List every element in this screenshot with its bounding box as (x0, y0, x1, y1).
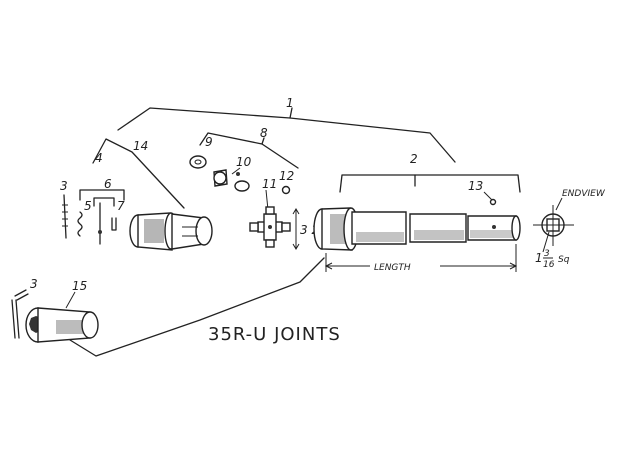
tube-section-3 (467, 215, 521, 241)
callout-3-upper: 3 (60, 179, 68, 193)
callout-1: 1 (286, 96, 294, 110)
bracket-14 (92, 138, 185, 209)
yoke-14 (129, 212, 213, 251)
callout-7: 7 (117, 199, 125, 213)
grease-fitting-12 (281, 185, 291, 195)
length-label: LENGTH (374, 263, 411, 273)
length-dimension (324, 244, 518, 272)
pin-3-lower (11, 289, 29, 339)
tube-section-1 (351, 211, 407, 245)
bracket-2 (339, 174, 521, 193)
sq-numerator: 3 (544, 249, 550, 259)
diagram-title: 35R-U JOINTS (208, 324, 341, 345)
sq-whole: 1 (535, 251, 543, 265)
callout-2: 2 (410, 152, 418, 166)
bracket-8 (199, 132, 299, 169)
bracket-1 (117, 107, 456, 163)
bracket-6 (79, 189, 125, 207)
callout-8: 8 (260, 126, 268, 140)
callout-4: 4 (95, 151, 103, 165)
sq-denominator: 16 (543, 260, 555, 270)
dimension-32 (292, 208, 300, 250)
end-view-label: ENDVIEW (562, 189, 606, 199)
spider-cross-11 (249, 206, 291, 248)
callout-14: 14 (133, 139, 148, 153)
callout-6: 6 (104, 177, 112, 191)
pin-3-upper (62, 194, 68, 239)
spring-5 (77, 211, 83, 237)
callout-12: 12 (279, 169, 294, 183)
bearing-cups (189, 155, 250, 192)
callout-3-lower: 3 (30, 277, 38, 291)
leader-line-35r (69, 257, 325, 357)
callout-15: 15 (72, 279, 87, 293)
callout-11: 11 (262, 177, 277, 191)
sq-unit: Sq (558, 255, 570, 265)
yoke-15 (25, 307, 99, 343)
callout-5: 5 (84, 199, 92, 213)
callout-9: 9 (205, 135, 213, 149)
pin-7 (98, 202, 117, 245)
end-view (533, 197, 574, 253)
tube-section-2 (409, 213, 467, 243)
callout-10: 10 (236, 155, 252, 169)
callout-13: 13 (468, 179, 483, 193)
